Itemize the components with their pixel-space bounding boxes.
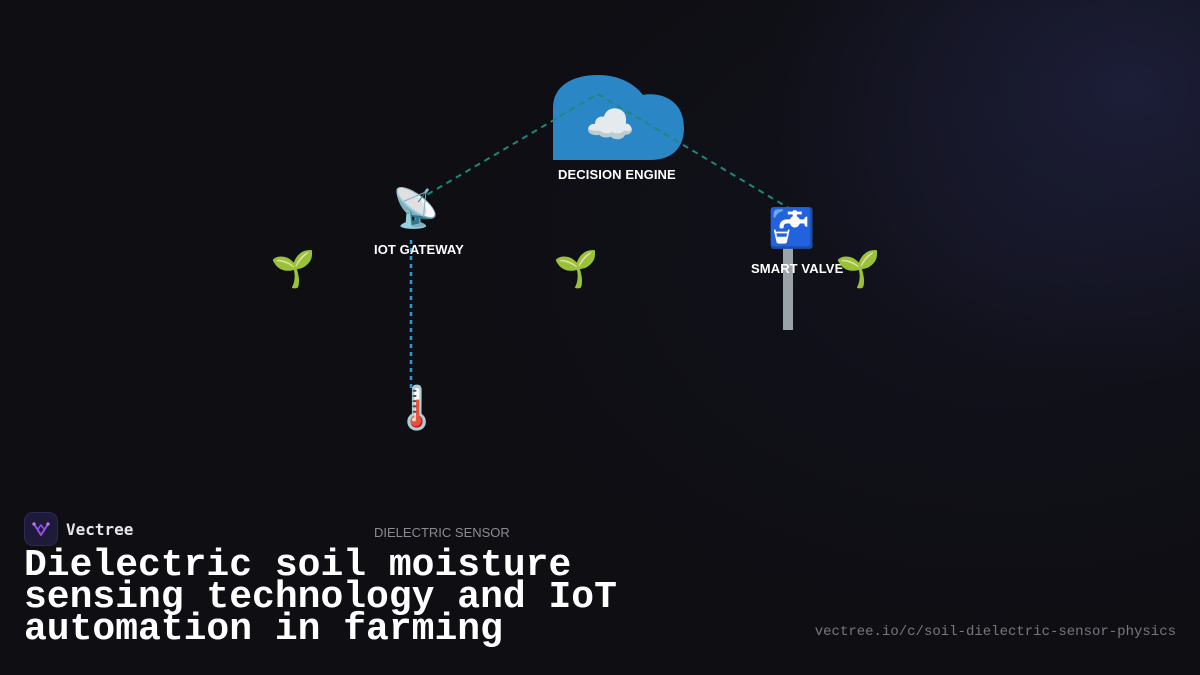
source-url[interactable]: vectree.io/c/soil-dielectric-sensor-phys… <box>814 624 1176 640</box>
satellite-dish-icon: 📡 <box>392 185 440 230</box>
seedling-icon: 🌱 <box>553 249 599 290</box>
valve-pipe <box>783 240 793 330</box>
thermometer-icon: 🌡️ <box>390 383 444 432</box>
brand-name: Vectree <box>66 519 134 539</box>
page-title: Dielectric soil moisture sensing technol… <box>24 544 617 651</box>
dielectric-sensor-label: DIELECTRIC SENSOR <box>374 525 510 540</box>
cloud-shape <box>553 75 684 160</box>
seedling-icon: 🌱 <box>835 249 881 290</box>
decision-engine-label: DECISION ENGINE <box>558 167 676 182</box>
smart-valve-label: SMART VALVE <box>751 261 844 276</box>
iot-gateway-label: IOT GATEWAY <box>374 242 464 257</box>
brand: Vectree <box>24 512 133 546</box>
cloud-valve-link <box>597 93 793 211</box>
vectree-logo-icon <box>24 512 58 546</box>
seedling-icon: 🌱 <box>270 249 316 290</box>
water-tap-icon: 🚰 <box>768 205 816 250</box>
cloud-icon: ☁️ <box>585 101 635 148</box>
gateway-cloud-link <box>417 93 599 201</box>
